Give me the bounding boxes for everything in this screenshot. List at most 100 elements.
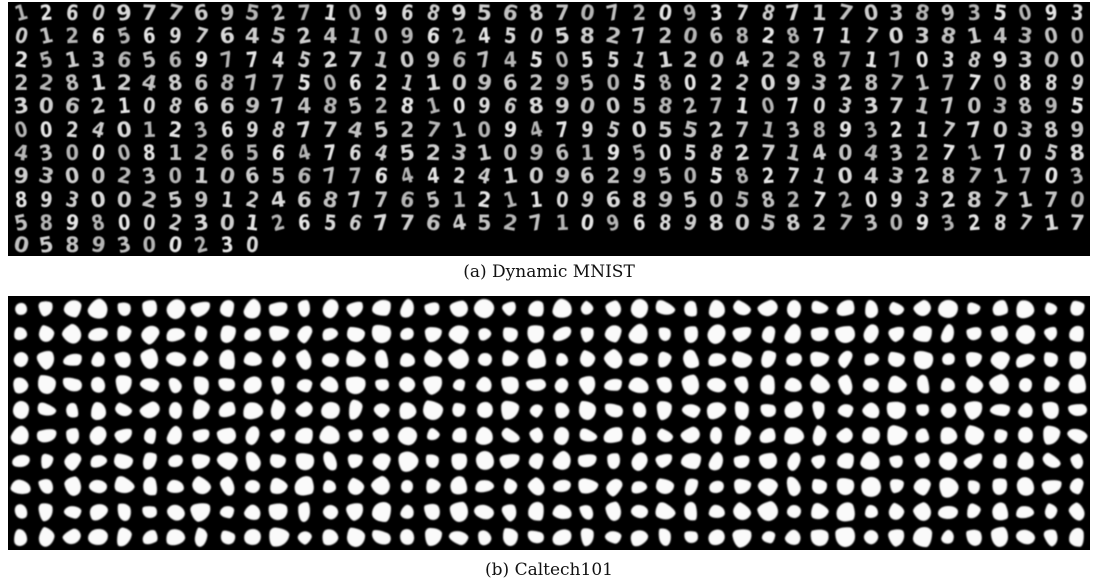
mnist-sample: 0 (394, 49, 420, 72)
mnist-digit: 7 (836, 211, 855, 235)
caltech-sample (446, 398, 472, 423)
mnist-sample: 7 (240, 72, 266, 95)
caltech-silhouette (706, 351, 727, 368)
mnist-digit: 8 (657, 211, 673, 235)
mnist-sample: 5 (652, 118, 678, 141)
mnist-digit: 0 (346, 2, 365, 26)
caltech-silhouette (1040, 478, 1063, 495)
caltech-sample (446, 346, 472, 373)
caltech-silhouette (1066, 348, 1088, 371)
caltech-silhouette (550, 324, 574, 344)
caltech-silhouette (371, 501, 392, 522)
caltech-sample (420, 347, 446, 372)
mnist-sample: 0 (85, 188, 111, 211)
mnist-sample: 9 (472, 72, 498, 95)
caltech-sample (240, 448, 266, 473)
mnist-sample: 1 (961, 25, 987, 48)
caltech-sample (626, 423, 652, 448)
mnist-digit: 0 (372, 25, 391, 49)
caltech-sample (678, 296, 704, 321)
caltech-silhouette (709, 426, 723, 445)
caltech-silhouette (1040, 451, 1063, 471)
caltech-sample (497, 423, 523, 448)
caltech-silhouette (912, 476, 933, 497)
mnist-sample: 6 (497, 2, 523, 25)
mnist-sample: 7 (935, 118, 961, 141)
caltech-sample (291, 448, 317, 473)
mnist-sample: 5 (987, 2, 1013, 25)
caltech-sample (111, 423, 137, 448)
mnist-digit: 7 (888, 95, 905, 119)
caltech-sample (137, 296, 163, 321)
mnist-sample: 8 (1013, 95, 1039, 118)
caltech-sample (214, 296, 240, 321)
caltech-sample (188, 296, 214, 321)
caltech-sample (1064, 372, 1090, 398)
caltech-silhouette (632, 426, 647, 445)
mnist-digit: 9 (114, 2, 133, 26)
mnist-digit: 9 (889, 188, 905, 212)
mnist-digit: 5 (271, 165, 286, 189)
mnist-digit: 2 (529, 71, 544, 96)
mnist-digit: 0 (915, 48, 930, 72)
mnist-sample: 2 (34, 2, 60, 25)
mnist-sample: 3 (704, 2, 730, 25)
caltech-sample (626, 525, 652, 550)
caltech-silhouette (61, 449, 83, 473)
caltech-sample (266, 448, 292, 473)
caltech-sample (266, 474, 292, 499)
mnist-digit: 1 (244, 211, 261, 235)
caltech-sample (781, 448, 807, 473)
mnist-digit: 3 (91, 48, 106, 72)
mnist-digit: 5 (656, 118, 673, 142)
mnist-digit: 0 (990, 71, 1009, 96)
mnist-digit: 1 (11, 2, 30, 26)
mnist-sample: 1 (343, 25, 369, 48)
mnist-digit: 0 (577, 95, 598, 119)
caltech-silhouette (216, 322, 238, 346)
mnist-sample: 4 (240, 25, 266, 48)
caltech-sample (343, 372, 369, 397)
caltech-sample (446, 321, 472, 346)
mnist-digit: 0 (527, 25, 546, 49)
caltech-sample (111, 525, 137, 550)
caltech-sample (832, 372, 858, 397)
mnist-digit: 8 (655, 95, 675, 119)
caltech-silhouette (963, 374, 985, 396)
caltech-sample (858, 499, 884, 524)
mnist-digit: 5 (476, 2, 493, 26)
mnist-sample: 9 (240, 118, 266, 141)
mnist-digit: 9 (1044, 2, 1059, 26)
mnist-digit: 8 (65, 234, 80, 256)
mnist-sample: 7 (291, 118, 317, 141)
caltech-silhouette (963, 424, 985, 447)
mnist-sample: 7 (549, 118, 575, 141)
mnist-sample: 7 (601, 2, 627, 25)
caltech-silhouette (471, 448, 498, 474)
caltech-silhouette (1066, 500, 1088, 524)
caltech-silhouette (141, 299, 159, 318)
mnist-sample: 0 (601, 72, 627, 95)
mnist-digit: 7 (941, 71, 956, 96)
mnist-sample: 0 (1038, 25, 1064, 48)
mnist-sample: 2 (601, 25, 627, 48)
caltech-silhouette (143, 427, 156, 444)
mnist-digit: 8 (784, 25, 803, 49)
caltech-silhouette (217, 348, 237, 371)
caltech-silhouette (731, 299, 753, 318)
mnist-digit: 0 (39, 118, 54, 142)
mnist-sample: 5 (8, 212, 34, 235)
caltech-sample (807, 499, 833, 524)
mnist-sample: 7 (935, 95, 961, 118)
caltech-sample (678, 474, 704, 499)
caltech-silhouette (500, 400, 520, 421)
mnist-sample: 0 (472, 118, 498, 141)
mnist-digit: 3 (36, 165, 57, 189)
mnist-digit: 9 (193, 48, 210, 72)
mnist-digit: 2 (167, 118, 184, 142)
caltech-silhouette (627, 526, 651, 549)
caltech-silhouette (989, 403, 1011, 418)
mnist-digit: 7 (347, 48, 364, 72)
mnist-sample: 5 (678, 118, 704, 141)
mnist-digit: 0 (168, 165, 183, 189)
